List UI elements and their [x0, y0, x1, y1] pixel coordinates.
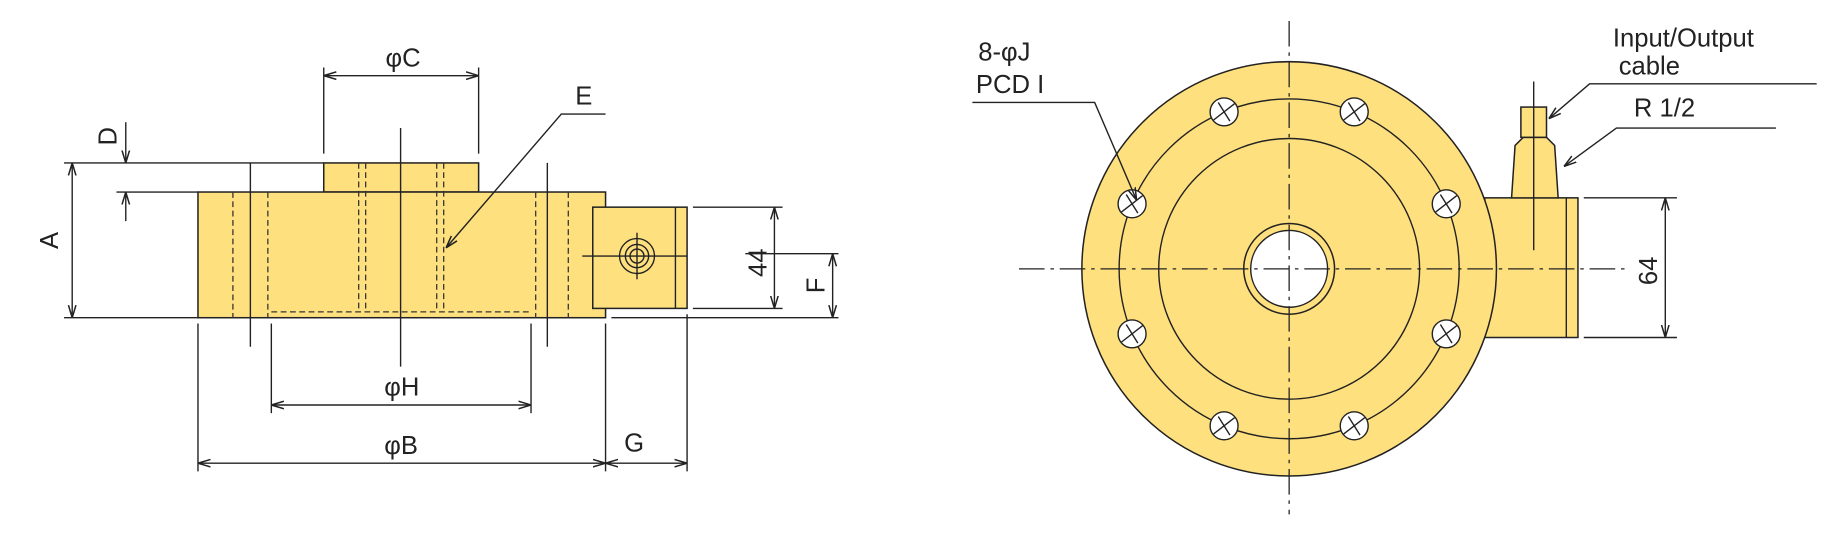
label-cable-1: Input/Output	[1613, 25, 1754, 53]
label-cable-2: cable	[1619, 52, 1680, 80]
bolt-hole	[1431, 319, 1461, 349]
bolt-hole	[1209, 411, 1239, 441]
label-g: G	[624, 430, 644, 458]
bolt-hole	[1209, 97, 1239, 127]
label-e: E	[575, 83, 592, 111]
bolt-hole	[1339, 97, 1369, 127]
cable-gland	[1510, 81, 1559, 251]
bolt-hole	[1339, 411, 1369, 441]
main-body	[197, 191, 607, 319]
front-view: 64 8-φJ PCD I Input/Output cable R 1/2	[972, 20, 1817, 515]
connector-block	[591, 206, 688, 310]
leader-cable	[1549, 83, 1817, 119]
hidden-lines	[232, 162, 569, 318]
label-phi-b: φB	[384, 432, 418, 460]
label-holes: 8-φJ	[978, 39, 1030, 67]
label-f: F	[802, 278, 830, 294]
label-a: A	[36, 231, 64, 249]
bolt-hole	[1117, 319, 1147, 349]
label-thread: R 1/2	[1634, 94, 1695, 122]
bolt-holes	[1117, 97, 1461, 441]
label-phi-h: φH	[384, 374, 419, 402]
side-view: φC D A 44 F φH φB G E	[36, 44, 839, 472]
label-d: D	[94, 127, 122, 145]
bolt-hole	[1431, 189, 1461, 219]
label-phi-c: φC	[385, 44, 420, 72]
leader-holes	[972, 101, 1136, 200]
label-44: 44	[744, 248, 772, 276]
leader-e	[446, 113, 606, 248]
connector-block	[1484, 197, 1579, 339]
bolt-hole	[1117, 189, 1147, 219]
label-64: 64	[1635, 257, 1663, 285]
connector-port	[582, 232, 688, 280]
label-pcd: PCD I	[976, 71, 1044, 99]
leader-thread	[1564, 127, 1776, 166]
